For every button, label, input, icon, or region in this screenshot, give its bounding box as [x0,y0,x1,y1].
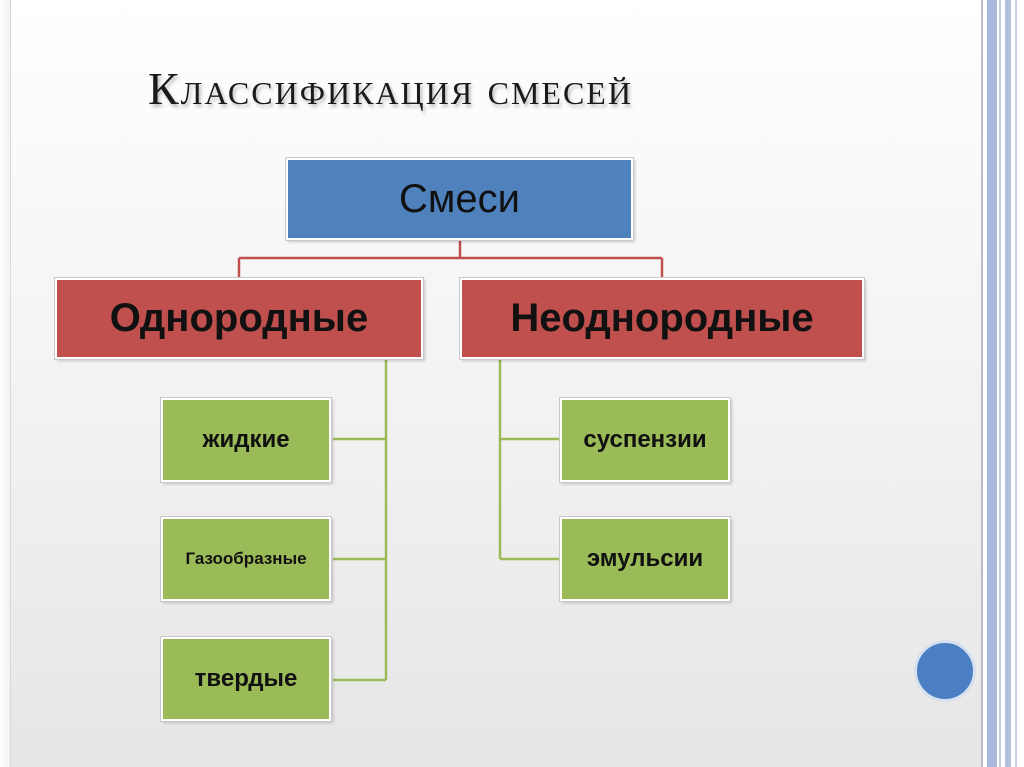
node-gaseous: Газообразные [160,516,332,602]
node-heterogeneous-label: Неоднородные [510,296,814,340]
node-root: Смеси [285,157,634,241]
node-homogeneous-label: Однородные [109,296,369,340]
node-liquid-label: жидкие [202,426,290,453]
slide-title: Классификация смесей [148,63,633,114]
node-heterogeneous: Неоднородные [459,277,865,360]
frame-stripe [1005,0,1011,767]
node-root-label: Смеси [399,176,520,221]
frame-stripe [981,0,983,767]
frame-stripe [987,0,997,767]
decorative-circle-icon [914,640,976,702]
root-connector [237,241,664,277]
node-solid: твердые [160,636,332,722]
node-homogeneous: Однородные [54,277,424,360]
node-gaseous-label: Газообразные [185,549,307,568]
node-liquid: жидкие [160,397,332,483]
node-solid-label: твердые [194,665,298,692]
node-emulsion: эмульсии [559,516,731,602]
frame-stripe [1015,0,1017,767]
node-suspension-label: суспензии [583,426,707,453]
node-emulsion-label: эмульсии [586,545,704,572]
leaf-connectors [333,360,559,682]
frame-left-border [0,0,10,767]
frame-stripe [999,0,1001,767]
node-suspension: суспензии [559,397,731,483]
frame-right-border [981,0,1024,767]
